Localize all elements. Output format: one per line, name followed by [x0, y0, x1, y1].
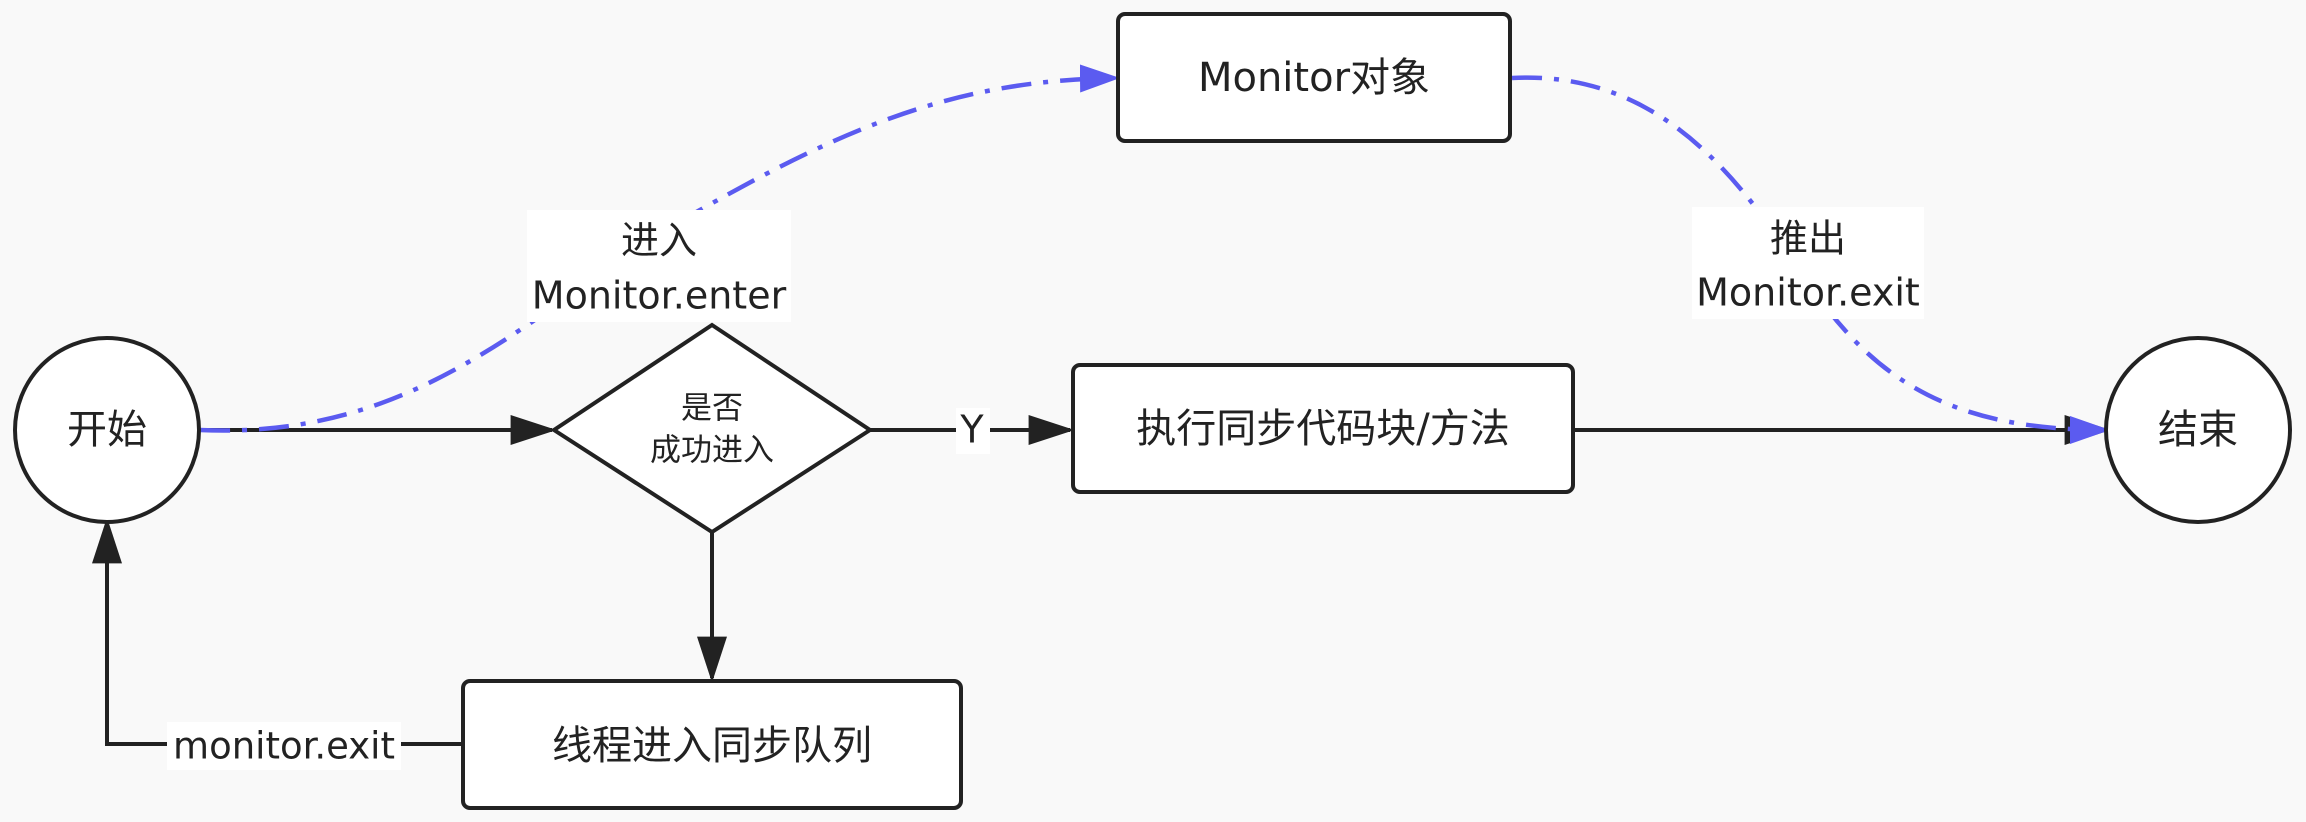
exit-label: 推出 Monitor.exit — [1692, 207, 1924, 319]
execute-node: 执行同步代码块/方法 — [1071, 363, 1575, 494]
end-node: 结束 — [2104, 336, 2292, 524]
monitor-exit-label: monitor.exit — [167, 722, 401, 770]
start-node: 开始 — [13, 336, 201, 524]
monitor-exit-label-text: monitor.exit — [173, 725, 395, 768]
enter-label-line2: Monitor.enter — [532, 274, 787, 318]
enter-label-line1: 进入 — [621, 219, 697, 263]
monitor-node: Monitor对象 — [1116, 12, 1512, 143]
decision-node-line1: 是否 — [681, 391, 743, 427]
queue-node: 线程进入同步队列 — [461, 679, 963, 810]
queue-node-label: 线程进入同步队列 — [552, 723, 872, 769]
yes-label: Y — [956, 408, 990, 454]
exit-label-line1: 推出 — [1770, 217, 1846, 261]
start-node-label: 开始 — [67, 407, 147, 453]
end-node-label: 结束 — [2158, 407, 2238, 453]
enter-label: 进入 Monitor.enter — [527, 210, 791, 322]
edge-queue-to-start — [92, 517, 463, 746]
monitor-node-label: Monitor对象 — [1198, 55, 1430, 101]
decision-node: 是否 成功进入 — [550, 322, 874, 535]
decision-node-line2: 成功进入 — [650, 433, 774, 469]
exit-label-line2: Monitor.exit — [1696, 271, 1920, 315]
yes-label-text: Y — [959, 408, 984, 452]
execute-node-label: 执行同步代码块/方法 — [1136, 406, 1509, 452]
